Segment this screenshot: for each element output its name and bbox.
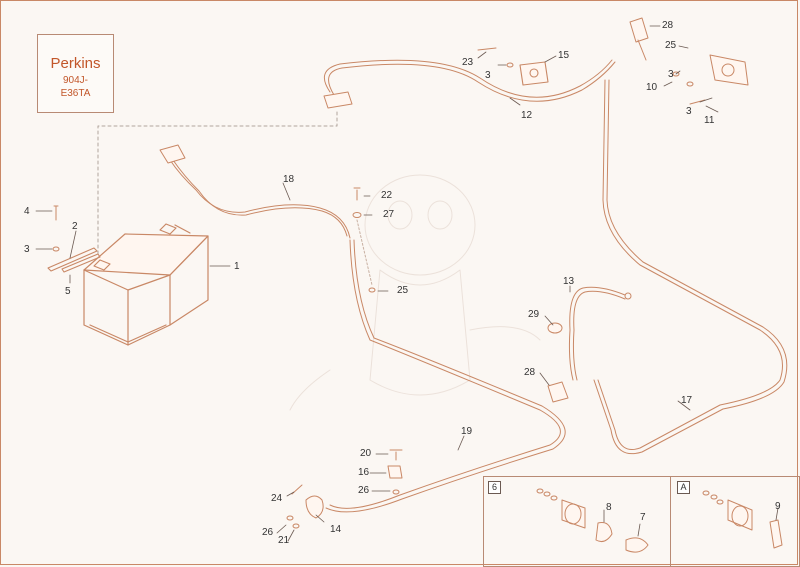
starter-terminal <box>519 61 549 86</box>
bolt-23 <box>477 47 497 51</box>
callout-25-mid[interactable]: 25 <box>397 285 409 296</box>
inset-A-tag: A <box>677 481 690 494</box>
callout-4[interactable]: 4 <box>24 206 30 217</box>
callout-10[interactable]: 10 <box>646 82 658 93</box>
reference-dashed-line <box>97 111 338 256</box>
callout-29[interactable]: 29 <box>528 309 540 320</box>
bolt-11 <box>689 99 706 105</box>
callout-7[interactable]: 7 <box>640 512 646 523</box>
brand-model-line2: E36TA <box>60 88 91 99</box>
callout-28-mid[interactable]: 28 <box>524 367 536 378</box>
callout-17[interactable]: 17 <box>681 395 693 406</box>
washer-3b <box>506 62 514 68</box>
inset-A-box: A <box>670 476 800 567</box>
cable-18 <box>169 159 351 239</box>
callout-16[interactable]: 16 <box>358 467 370 478</box>
watermark-mascot <box>289 174 541 411</box>
terminal-boot-28b <box>547 381 569 403</box>
leader-lines <box>35 25 719 542</box>
washers-10-3 <box>672 71 694 87</box>
callout-13[interactable]: 13 <box>563 276 575 287</box>
callout-11[interactable]: 11 <box>704 115 715 126</box>
clamp-16 <box>387 465 403 479</box>
callout-8[interactable]: 8 <box>606 502 612 513</box>
callout-27-mid[interactable]: 27 <box>383 209 395 220</box>
brand-name: Perkins <box>50 55 101 72</box>
callout-21[interactable]: 21 <box>278 535 290 546</box>
callout-24[interactable]: 24 <box>271 493 283 504</box>
solenoid-assembly <box>709 54 749 86</box>
bolt-4 <box>53 205 59 221</box>
callout-19[interactable]: 19 <box>461 426 473 437</box>
callout-20[interactable]: 20 <box>360 448 372 459</box>
washer-27 <box>352 212 362 218</box>
inset-6-tag: 6 <box>488 481 501 494</box>
callout-3-right[interactable]: 3 <box>668 69 674 80</box>
callout-2[interactable]: 2 <box>72 221 78 232</box>
inset-6-drawing <box>536 488 649 553</box>
brand-model-line1: 904J- <box>62 75 88 86</box>
callout-3-top[interactable]: 3 <box>485 70 491 81</box>
washer-25b <box>368 287 376 293</box>
callout-22[interactable]: 22 <box>381 190 393 201</box>
grommet-29 <box>547 322 563 334</box>
plug-12 <box>323 91 353 109</box>
callout-9[interactable]: 9 <box>775 501 781 512</box>
battery <box>83 223 209 346</box>
callout-25-top[interactable]: 25 <box>665 40 677 51</box>
inset-A-drawing <box>702 490 783 549</box>
washers-26-21 <box>286 515 300 529</box>
cable-17 <box>597 79 783 450</box>
terminal-boot-28a <box>629 17 649 61</box>
washer-26a <box>392 489 400 495</box>
bracket-14 <box>305 495 324 519</box>
cable-19 <box>329 239 561 509</box>
brand-box: Perkins 904J- E36TA <box>37 34 114 113</box>
bolt-20 <box>389 449 403 461</box>
terminal-clamp-18 <box>159 144 186 164</box>
bolt-22 <box>353 187 361 201</box>
callout-12[interactable]: 12 <box>521 110 533 121</box>
callout-28-top[interactable]: 28 <box>662 20 674 31</box>
callout-3-battery[interactable]: 3 <box>24 244 30 255</box>
washer-3a <box>52 246 60 252</box>
cable-13 <box>568 286 626 381</box>
callout-15[interactable]: 15 <box>558 50 570 61</box>
callout-3-lower[interactable]: 3 <box>686 106 692 117</box>
cable-12 <box>323 59 613 98</box>
callout-23[interactable]: 23 <box>462 57 474 68</box>
callout-14[interactable]: 14 <box>330 524 342 535</box>
callout-18[interactable]: 18 <box>283 174 295 185</box>
hold-down-bar <box>47 247 101 273</box>
callout-1[interactable]: 1 <box>234 261 240 272</box>
callout-5[interactable]: 5 <box>65 286 71 297</box>
callout-26-mid[interactable]: 26 <box>358 485 370 496</box>
callout-26-bottom[interactable]: 26 <box>262 527 274 538</box>
